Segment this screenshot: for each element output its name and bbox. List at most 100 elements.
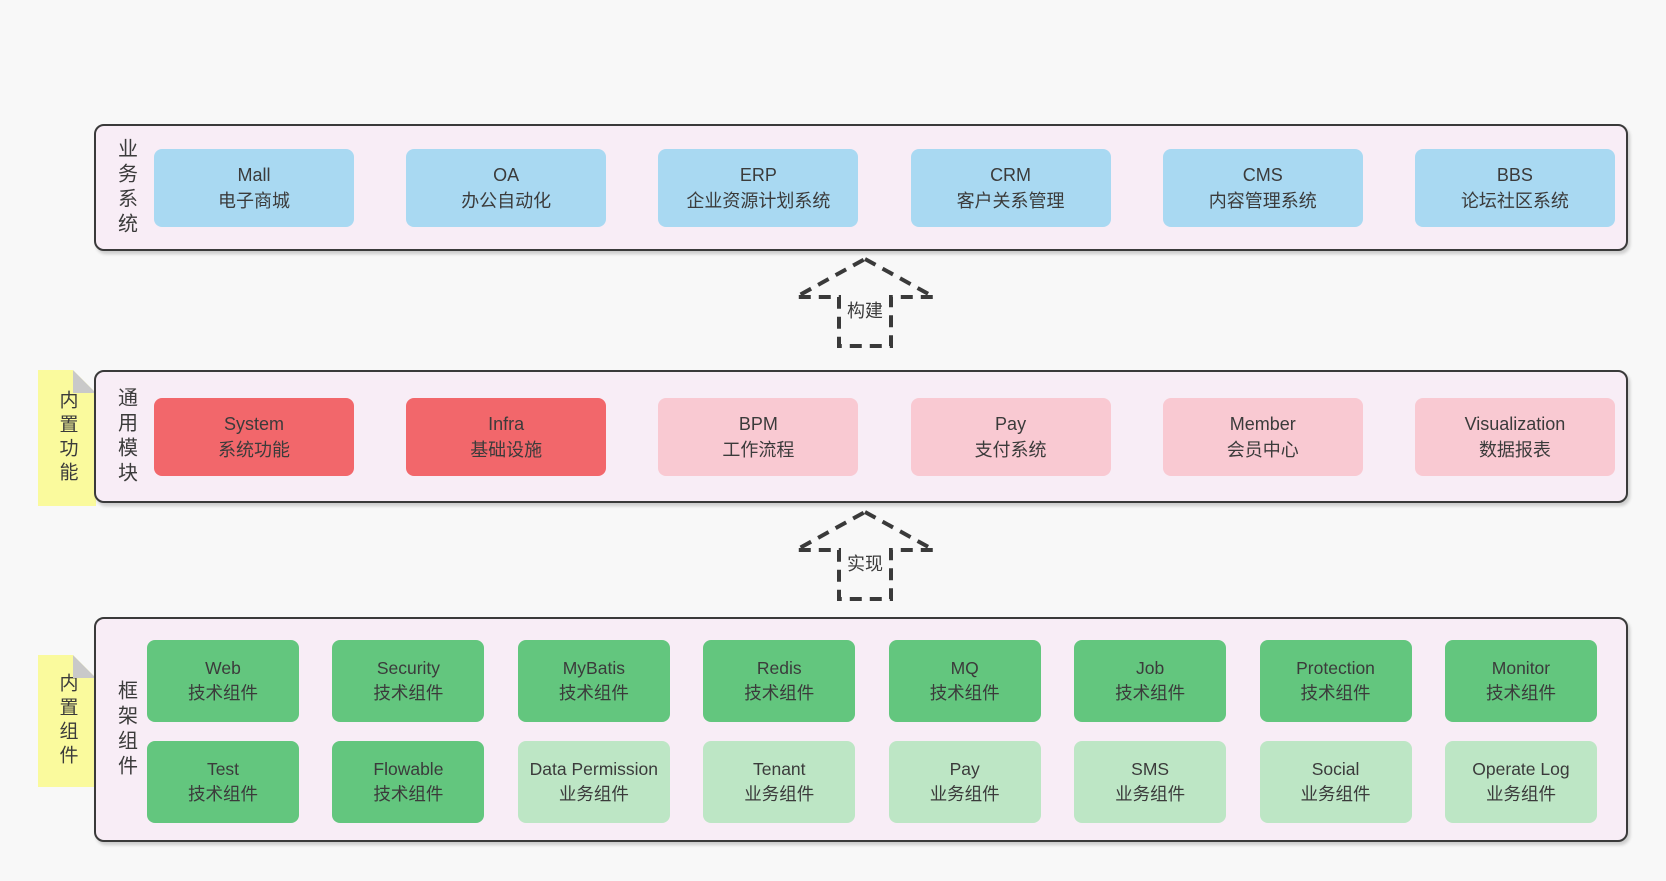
box-title: MyBatis [562, 658, 625, 678]
box-title: Data Permission [529, 759, 659, 779]
box-subtitle: 技术组件 [744, 683, 815, 703]
up-arrow-icon [795, 256, 935, 348]
box-title: Protection [1296, 658, 1375, 678]
box-pay-system: Pay 支付系统 [910, 397, 1111, 476]
box-subtitle: 电子商城 [218, 190, 290, 211]
common-modules-row: System 系统功能 Infra 基础设施 BPM 工作流程 Pay 支付系统… [154, 372, 1615, 501]
box-title: Mall [237, 164, 271, 185]
business-components-row: Test 技术组件 Flowable 技术组件 Data Permission … [147, 741, 1597, 823]
fold-corner-icon [73, 370, 96, 393]
box-subtitle: 业务组件 [558, 784, 629, 804]
box-title: ERP [739, 164, 777, 185]
box-oa: OA 办公自动化 [406, 148, 607, 227]
box-subtitle: 基础设施 [470, 439, 543, 460]
implement-arrow: 实现 [790, 508, 940, 603]
box-title: CMS [1242, 164, 1283, 185]
tech-components-row: Web 技术组件 Security 技术组件 MyBatis 技术组件 Redi… [147, 640, 1597, 722]
box-title: Monitor [1491, 658, 1551, 678]
box-subtitle: 技术组件 [558, 683, 629, 703]
box-subtitle: 内容管理系统 [1208, 190, 1317, 211]
box-title: Test [206, 759, 240, 779]
box-subtitle: 业务组件 [1115, 784, 1186, 804]
box-subtitle: 论坛社区系统 [1460, 190, 1569, 211]
box-subtitle: 业务组件 [1485, 784, 1556, 804]
framework-components-grid: Web 技术组件 Security 技术组件 MyBatis 技术组件 Redi… [147, 640, 1597, 823]
box-security: Security 技术组件 [332, 640, 485, 722]
box-title: Security [376, 658, 441, 678]
box-bbs: BBS 论坛社区系统 [1414, 148, 1615, 227]
box-subtitle: 业务组件 [744, 784, 815, 804]
box-title: Member [1229, 413, 1296, 434]
sticky-note-label: 内置功能 [56, 390, 78, 486]
panel-title-common-modules: 通用模块 [100, 372, 152, 501]
box-subtitle: 技术组件 [373, 683, 444, 703]
fold-corner-icon [73, 655, 96, 678]
business-systems-panel: 业务系统 Mall 电子商城 OA 办公自动化 ERP 企业资源计划系统 CRM… [94, 124, 1628, 251]
box-title: BBS [1496, 164, 1533, 185]
box-subtitle: 客户关系管理 [956, 190, 1065, 211]
box-mall: Mall 电子商城 [154, 148, 354, 227]
box-title: System [223, 413, 284, 434]
box-cms: CMS 内容管理系统 [1162, 148, 1363, 227]
box-subtitle: 会员中心 [1226, 439, 1299, 460]
box-sms: SMS 业务组件 [1074, 741, 1227, 823]
box-monitor: Monitor 技术组件 [1444, 640, 1597, 722]
box-social: Social 业务组件 [1259, 741, 1412, 823]
box-title: Pay [949, 759, 980, 779]
box-subtitle: 技术组件 [188, 784, 258, 804]
box-subtitle: 技术组件 [188, 683, 258, 703]
implement-arrow-label: 实现 [844, 550, 886, 576]
box-subtitle: 办公自动化 [461, 190, 552, 211]
box-flowable: Flowable 技术组件 [332, 741, 485, 823]
box-subtitle: 企业资源计划系统 [686, 190, 831, 211]
box-title: Visualization [1464, 413, 1566, 434]
box-erp: ERP 企业资源计划系统 [658, 148, 859, 227]
box-subtitle: 工作流程 [722, 439, 795, 460]
box-pay-component: Pay 业务组件 [888, 741, 1041, 823]
business-systems-row: Mall 电子商城 OA 办公自动化 ERP 企业资源计划系统 CRM 客户关系… [154, 126, 1615, 249]
box-system: System 系统功能 [154, 397, 354, 476]
box-title: Flowable [373, 759, 444, 779]
box-title: Job [1136, 658, 1165, 678]
box-bpm: BPM 工作流程 [658, 397, 859, 476]
box-subtitle: 数据报表 [1478, 439, 1551, 460]
box-member: Member 会员中心 [1162, 397, 1363, 476]
box-operate-log: Operate Log 业务组件 [1444, 741, 1597, 823]
box-title: Redis [756, 658, 802, 678]
panel-title-text: 框架组件 [114, 679, 137, 780]
box-protection: Protection 技术组件 [1259, 640, 1412, 722]
box-redis: Redis 技术组件 [703, 640, 856, 722]
box-title: Operate Log [1472, 759, 1570, 779]
box-title: SMS [1131, 759, 1170, 779]
sticky-note-label: 内置组件 [56, 673, 78, 769]
box-subtitle: 技术组件 [1300, 683, 1371, 703]
box-subtitle: 业务组件 [1300, 784, 1371, 804]
box-subtitle: 支付系统 [974, 439, 1047, 460]
box-mybatis: MyBatis 技术组件 [517, 640, 670, 722]
box-title: BPM [738, 413, 778, 434]
box-crm: CRM 客户关系管理 [910, 148, 1111, 227]
box-subtitle: 系统功能 [218, 439, 290, 460]
box-subtitle: 技术组件 [1115, 683, 1186, 703]
box-title: Infra [488, 413, 525, 434]
box-test: Test 技术组件 [147, 741, 299, 823]
sticky-note-built-in-components: 内置组件 [38, 655, 96, 787]
box-subtitle: 业务组件 [929, 784, 1000, 804]
panel-title-text: 业务系统 [114, 137, 137, 238]
box-title: Tenant [752, 759, 806, 779]
box-subtitle: 技术组件 [373, 784, 444, 804]
framework-components-panel: 框架组件 Web 技术组件 Security 技术组件 MyBatis 技术组件… [94, 617, 1628, 842]
box-mq: MQ 技术组件 [888, 640, 1041, 722]
box-subtitle: 技术组件 [929, 683, 1000, 703]
box-title: OA [493, 164, 520, 185]
box-subtitle: 技术组件 [1485, 683, 1556, 703]
sticky-note-built-in-features: 内置功能 [38, 370, 96, 506]
box-infra: Infra 基础设施 [406, 397, 607, 476]
panel-title-business-systems: 业务系统 [100, 126, 152, 249]
box-job: Job 技术组件 [1074, 640, 1227, 722]
panel-title-text: 通用模块 [114, 386, 137, 487]
common-modules-panel: 通用模块 System 系统功能 Infra 基础设施 BPM 工作流程 Pay… [94, 370, 1628, 503]
box-title: Web [205, 658, 241, 678]
box-web: Web 技术组件 [147, 640, 299, 722]
